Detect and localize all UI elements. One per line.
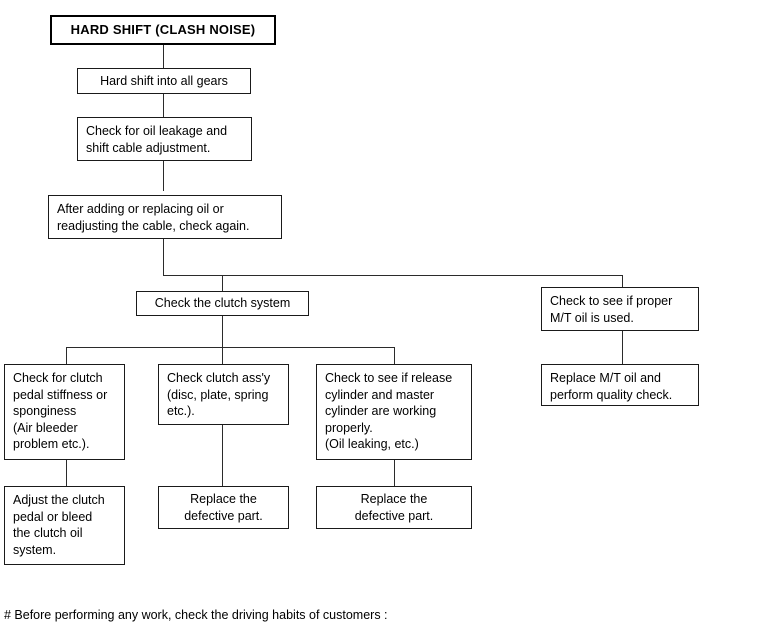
node-adjust-clutch-pedal: Adjust the clutch pedal or bleed the clu…	[4, 486, 125, 565]
footer-note-line-1: # Before performing any work, check the …	[4, 608, 388, 622]
connector-bus-to-clutch-system	[222, 275, 223, 291]
node-check-proper-mt-oil: Check to see if proper M/T oil is used.	[541, 287, 699, 331]
connector-mt-oil-to-replace-oil	[622, 331, 623, 364]
bus-main-split	[163, 275, 623, 276]
node-after-adding-recheck: After adding or replacing oil or readjus…	[48, 195, 282, 239]
node-check-clutch-system: Check the clutch system	[136, 291, 309, 316]
connector-cylinder-check-to-replace	[394, 460, 395, 486]
connector-subbus-to-pedal-check	[66, 347, 67, 364]
footer-note: # Before performing any work, check the …	[4, 588, 744, 630]
node-replace-defective-part-assy: Replace the defective part.	[158, 486, 289, 529]
node-check-clutch-assy: Check clutch ass'y (disc, plate, spring …	[158, 364, 289, 425]
connector-title-to-symptom	[163, 45, 164, 68]
node-symptom-hard-shift-all-gears: Hard shift into all gears	[77, 68, 251, 94]
node-check-oil-leakage: Check for oil leakage and shift cable ad…	[77, 117, 252, 161]
node-title-hard-shift: HARD SHIFT (CLASH NOISE)	[50, 15, 276, 45]
connector-subbus-to-cylinder-check	[394, 347, 395, 364]
node-replace-mt-oil: Replace M/T oil and perform quality chec…	[541, 364, 699, 406]
node-check-clutch-pedal-stiffness: Check for clutch pedal stiffness or spon…	[4, 364, 125, 460]
bus-clutch-subsystems	[66, 347, 395, 348]
connector-bus-to-mt-oil	[622, 275, 623, 287]
connector-symptom-to-oilcheck	[163, 94, 164, 117]
node-check-release-master-cylinder: Check to see if release cylinder and mas…	[316, 364, 472, 460]
connector-subbus-to-assy-check	[222, 347, 223, 364]
connector-assy-check-to-replace	[222, 425, 223, 486]
connector-recheck-down	[163, 239, 164, 275]
connector-oilcheck-to-recheck	[163, 161, 164, 191]
connector-pedal-check-to-adjust	[66, 460, 67, 486]
connector-clutch-system-down	[222, 316, 223, 347]
node-replace-defective-part-cylinder: Replace the defective part.	[316, 486, 472, 529]
